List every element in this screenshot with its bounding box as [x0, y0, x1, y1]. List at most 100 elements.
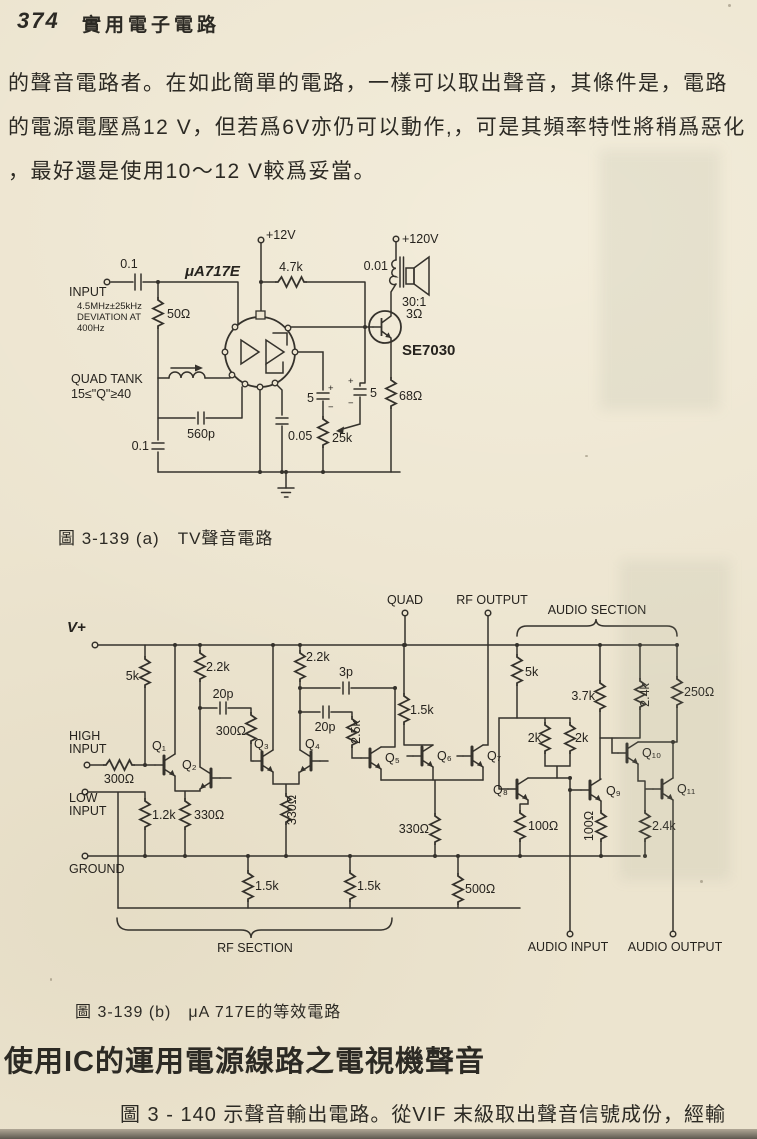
page-bottom-edge — [0, 1129, 757, 1139]
scan-speckle — [728, 4, 731, 7]
rf-output-terminal — [484, 609, 492, 617]
label-ratio: 30:1 — [402, 295, 426, 309]
junction-dots — [143, 643, 679, 858]
label-low-input: INPUT — [69, 804, 107, 818]
label-20p-a: 20p — [213, 687, 234, 701]
label-5uf-left: 5 — [307, 391, 314, 405]
label-3ohm: 3Ω — [406, 307, 422, 321]
label-vplus: V+ — [67, 619, 86, 636]
figure-b-caption: 圖 3-139 (b) μA 717E的等效電路 — [75, 1004, 342, 1021]
page-number: 374 — [17, 8, 60, 33]
label-300ohm-in: 300Ω — [104, 772, 134, 786]
v12-terminal — [257, 236, 265, 244]
label-input-deviation: DEVIATION AT — [77, 312, 141, 323]
label-audio-section: AUDIO SECTION — [548, 603, 647, 617]
speaker-icon — [405, 255, 430, 297]
label-0p05: 0.05 — [288, 429, 312, 443]
label-input: INPUT — [69, 285, 107, 299]
label-2k-a: 2k — [528, 731, 542, 745]
scan-speckle — [700, 880, 703, 883]
label-q8: Q₈ — [493, 783, 508, 797]
vplus-terminal — [91, 641, 99, 649]
paragraph-line: 的電源電壓爲12 V，但若爲6V亦仍可以動作,，可是其頻率特性將稍爲惡化 — [8, 116, 746, 139]
label-input-hz: 400Hz — [77, 323, 105, 334]
label-high: HIGH — [69, 729, 100, 743]
label-2k5: 2.5k — [349, 719, 363, 743]
label-5k-rf: 5k — [126, 669, 140, 683]
ground-terminal — [81, 852, 89, 860]
label-1k5-b: 1.5k — [357, 879, 381, 893]
label-rf-section: RF SECTION — [217, 941, 293, 955]
label-100-b: 100Ω — [582, 811, 596, 841]
label-q4: Q₄ — [305, 737, 320, 751]
intro-paragraph: 的聲音電路者。在如此簡單的電路，一樣可以取出聲音，其條件是，電路 的電源電壓爲1… — [8, 62, 750, 194]
input-terminal — [103, 278, 111, 286]
label-q3: Q₃ — [254, 737, 269, 751]
ic-ua717e-symbol — [221, 310, 299, 391]
label-4k7: 4.7k — [279, 260, 303, 274]
transistors — [153, 740, 675, 803]
label-ic-name: μA717E — [184, 263, 241, 280]
label-q9: Q₉ — [606, 784, 621, 798]
label-se7030: SE7030 — [402, 342, 455, 359]
label-3p: 3p — [339, 665, 353, 679]
label-50ohm: 50Ω — [167, 307, 190, 321]
label-plus-right: + — [348, 376, 354, 387]
low-input-terminal — [81, 788, 89, 796]
quad-terminal — [401, 609, 409, 617]
high-input-terminal — [83, 761, 91, 769]
label-ground: GROUND — [69, 862, 125, 876]
circuit-wires — [87, 615, 678, 932]
audio-input-terminal — [566, 930, 574, 938]
label-500ohm: 500Ω — [465, 882, 495, 896]
label-quad: QUAD — [387, 593, 423, 607]
label-1k5-a: 1.5k — [255, 879, 279, 893]
label-q6: Q₆ — [437, 749, 452, 763]
coil-arrow — [195, 364, 203, 372]
label-q1: Q₁ — [152, 739, 166, 753]
section-heading: 使用IC的運用電源線路之電視機聲音 — [4, 1046, 486, 1078]
label-plus120v: +120V — [402, 232, 439, 246]
label-2k2-a: 2.2k — [206, 660, 230, 674]
pot-wiper-arrow — [336, 426, 344, 434]
label-plus12v: +12V — [266, 228, 296, 242]
label-0p1-bypass: 0.1 — [132, 439, 149, 453]
bleed-through-ghost — [600, 150, 720, 410]
label-minus-right: − — [348, 398, 354, 409]
label-2k-b: 2k — [575, 731, 589, 745]
scan-speckle — [585, 455, 588, 457]
section-braces — [116, 618, 678, 939]
label-q2: Q₂ — [182, 758, 197, 772]
label-minus-left: − — [328, 402, 334, 413]
book-title: 實用電子電路 — [82, 15, 221, 36]
label-low: LOW — [69, 791, 98, 805]
label-1k2: 1.2k — [152, 808, 176, 822]
figure-ua717e-equivalent-circuit: V+ QUAD RF OUTPUT AUDIO SECTION 5k 2.2k … — [67, 593, 723, 955]
closing-paragraph: 圖 3 - 140 示聲音輸出電路。從VIF 末級取出聲音信號成份，經輸 — [120, 1104, 727, 1126]
label-2k2-b: 2.2k — [306, 650, 330, 664]
label-560p: 560p — [187, 427, 215, 441]
label-q10: Q₁₀ — [642, 746, 661, 760]
label-3k7: 3.7k — [571, 689, 595, 703]
label-250ohm: 250Ω — [684, 685, 714, 699]
label-0p01: 0.01 — [364, 259, 388, 273]
figure-a-caption: 圖 3-139 (a) TV聲音電路 — [58, 529, 274, 548]
label-input-cap: 0.1 — [120, 257, 137, 271]
label-68ohm: 68Ω — [399, 389, 422, 403]
label-5k-af: 5k — [525, 665, 539, 679]
label-q11: Q₁₁ — [677, 782, 695, 796]
scan-speckle — [50, 978, 52, 981]
label-q5: Q₅ — [385, 751, 400, 765]
figure-tv-sound-circuit: 0.1 INPUT 4.5MHz±25kHz DEVIATION AT 400H… — [69, 228, 455, 498]
label-5uf-right: 5 — [370, 386, 377, 400]
label-1k5-top: 1.5k — [410, 703, 434, 717]
label-25k: 25k — [332, 431, 353, 445]
transistor-se7030-symbol — [368, 310, 402, 344]
label-100-a: 100Ω — [528, 819, 558, 833]
label-rf-output: RF OUTPUT — [456, 593, 528, 607]
paragraph-line: 的聲音電路者。在如此簡單的電路，一樣可以取出聲音，其條件是，電路 — [8, 72, 728, 95]
label-audio-output: AUDIO OUTPUT — [628, 940, 723, 954]
audio-output-terminal — [669, 930, 677, 938]
label-q7: Q₇ — [487, 749, 501, 763]
